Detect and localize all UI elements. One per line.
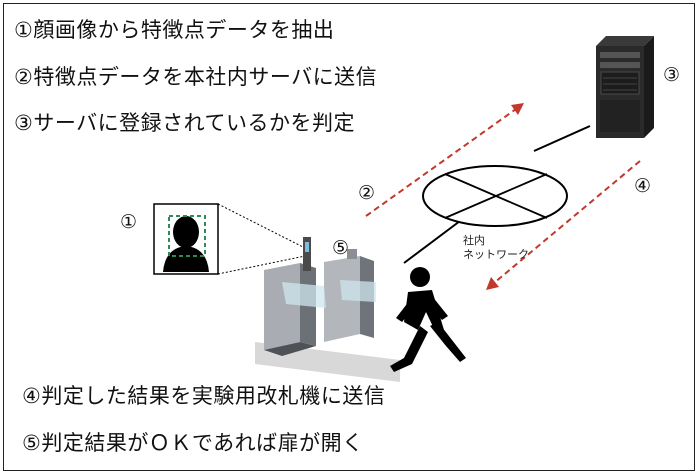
step-1-text: ①顔画像から特徴点データを抽出 xyxy=(14,18,335,42)
network-icon xyxy=(403,125,591,264)
ticket-gate xyxy=(255,237,400,382)
network-label-line1: 社内 xyxy=(463,234,485,247)
step-2-text: ②特徴点データを本社内サーバに送信 xyxy=(14,65,378,89)
marker-3: ③ xyxy=(663,64,681,86)
person-icon xyxy=(390,267,466,372)
marker-2: ② xyxy=(358,182,376,204)
network-label-line2: ネットワーク xyxy=(463,248,529,261)
step-3-text: ③サーバに登録されているかを判定 xyxy=(14,111,355,135)
step-4-text: ④判定した結果を実験用改札機に送信 xyxy=(22,384,386,408)
marker-5: ⑤ xyxy=(332,237,350,259)
diagram-frame xyxy=(3,3,695,471)
marker-4: ④ xyxy=(634,175,652,197)
face-image xyxy=(153,203,219,275)
marker-1: ① xyxy=(120,211,138,233)
send-arrow xyxy=(365,103,524,217)
step-5-text: ⑤判定結果がＯＫであれば扉が開く xyxy=(22,431,364,455)
return-arrow xyxy=(486,160,641,290)
server-icon xyxy=(596,36,654,138)
network-label: 社内 ネットワーク xyxy=(463,234,529,262)
